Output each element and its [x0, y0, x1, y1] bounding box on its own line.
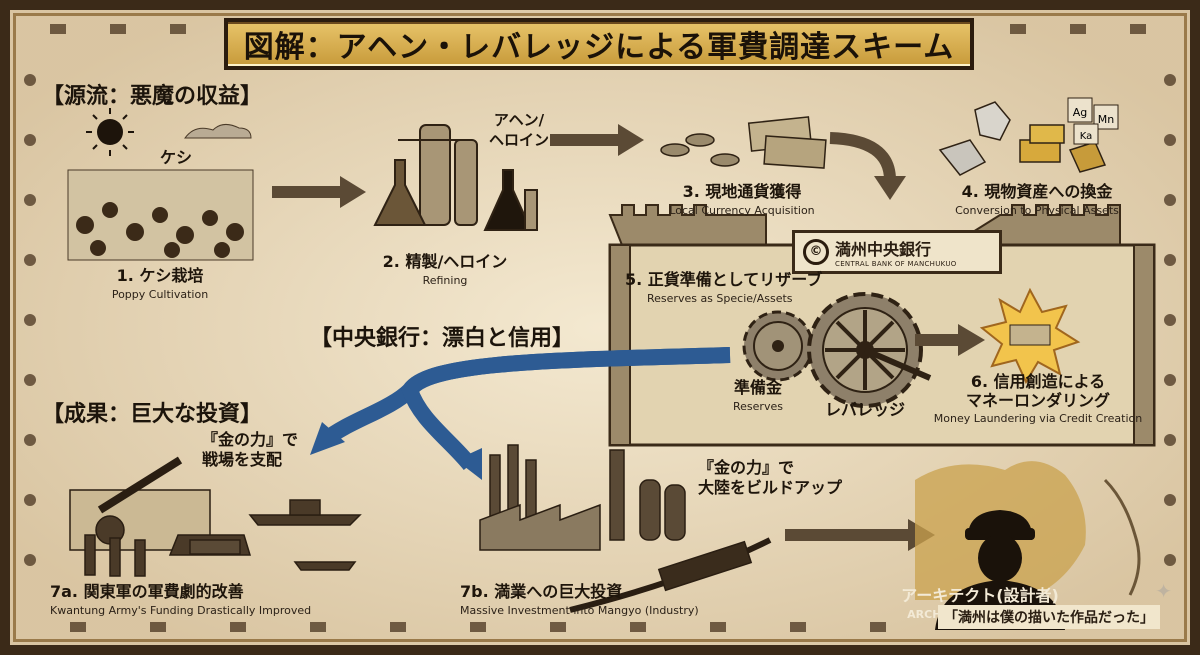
coins-and-cash-icon [660, 116, 827, 169]
architect-quote: 「満州は僕の描いた作品だった」 [938, 605, 1160, 629]
central-bank-nameplate: © 満州中央銀行 CENTRAL BANK OF MANCHUKUO [792, 230, 1002, 274]
gold-and-gems-icon [938, 101, 1107, 176]
continent-caption: 『金の力』で 大陸をビルドアップ [698, 458, 843, 497]
mineral-mn: Mn [1098, 113, 1114, 126]
cloud-icon [184, 124, 252, 139]
industrial-scene-icon [479, 444, 772, 613]
opium-heroin-tag: アヘン/ ヘロイン [488, 111, 549, 149]
bank-logo-icon: © [803, 239, 829, 265]
battlefield-caption: 『金の力』で 戦場を支配 [202, 430, 299, 469]
sun-icon [86, 108, 134, 156]
poppy-field [67, 169, 254, 261]
section-source-heading: 【源流：悪魔の収益】 [42, 84, 263, 109]
sparkle-icon: ✦ [1155, 579, 1172, 603]
scheme-diagram: Ag Mn Ka [67, 97, 1156, 630]
page-title: 図解：アヘン・レバレッジによる軍費調達スキーム [243, 30, 955, 65]
refining-apparatus-icon [373, 124, 538, 231]
reserves-gear-icon [742, 310, 814, 382]
money-burst-icon [979, 287, 1081, 385]
leverage-gear-icon [807, 292, 932, 408]
title-banner: 図解：アヘン・レバレッジによる軍費調達スキーム [224, 18, 974, 70]
mineral-ka: Ka [1080, 131, 1093, 142]
section-results-heading: 【成果：巨大な投資】 [42, 402, 263, 427]
mineral-tiles: Ag Mn Ka [1067, 97, 1119, 145]
section-central-bank-heading: 【中央銀行：漂白と信用】 [310, 326, 575, 351]
blue-flow-arrows [310, 347, 731, 480]
flow-arrows-top [272, 132, 896, 198]
military-scene-icon [69, 456, 362, 577]
mineral-ag: Ag [1073, 106, 1088, 119]
poppy-label: ケシ [160, 148, 193, 167]
bank-name-en: CENTRAL BANK OF MANCHUKUO [835, 260, 957, 268]
bank-name: 満州中央銀行 [835, 240, 932, 259]
leverage-gear-label: レバレッジ [824, 400, 905, 419]
